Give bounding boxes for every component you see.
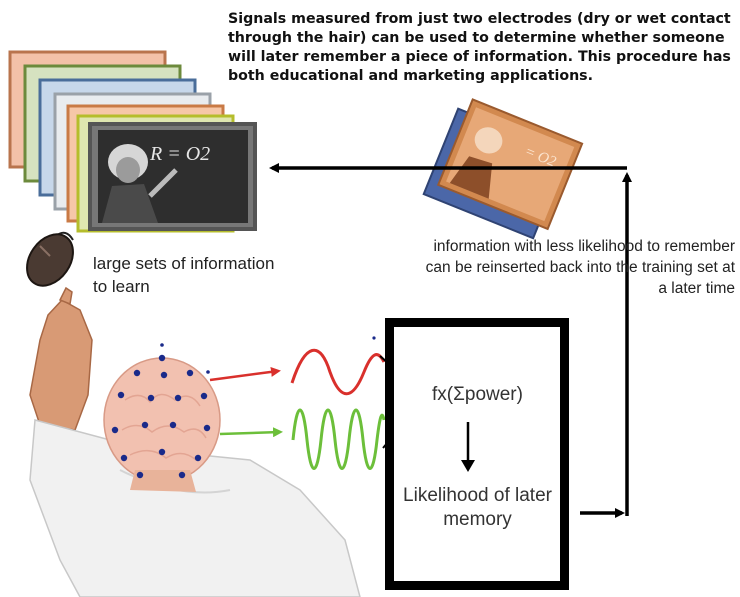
learning-set-label: large sets of information to learn — [93, 254, 275, 296]
red-waveform — [290, 349, 386, 396]
down-arrow-icon — [461, 422, 475, 472]
electrodes — [111, 336, 376, 479]
processing-box — [385, 318, 569, 590]
memory-likelihood-label: Likelihood of later memory — [403, 485, 552, 530]
person-figure — [29, 286, 361, 597]
green-signal-arrow — [219, 427, 283, 438]
power-function-label: fx(Σpower) — [432, 384, 523, 405]
photo-stack: R = O2 — [8, 50, 257, 233]
board-text: R = O2 — [149, 143, 210, 165]
headline-text: Signals measured from just two electrode… — [228, 11, 731, 84]
red-signal-arrow — [209, 366, 281, 382]
reinsert-label: information with less likelihood to reme… — [425, 238, 735, 297]
sepia-photo: = O2 — [422, 98, 584, 240]
einstein-photo: R = O2 — [88, 122, 257, 231]
mouse-icon — [26, 231, 74, 287]
green-waveform — [291, 408, 386, 470]
